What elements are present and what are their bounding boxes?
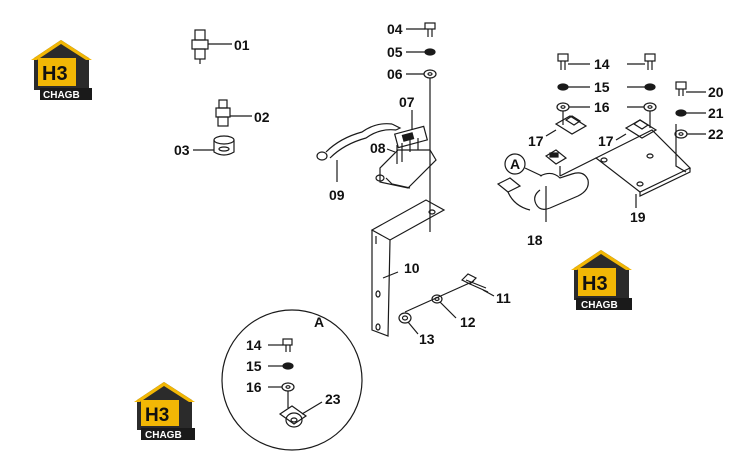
label-19: 19: [630, 209, 646, 225]
label-21: 21: [708, 105, 724, 121]
part-labels: 01 02 03 04 05 06 07 08 09 10 11 12 13 1…: [174, 21, 724, 407]
label-detail-15: 15: [246, 358, 262, 374]
part-07-relay: [379, 110, 437, 189]
label-11: 11: [496, 290, 511, 306]
part-10-bracket: [370, 199, 446, 337]
brand-logo: H3 CHAGB: [31, 40, 92, 101]
logo-mark: H3: [582, 273, 608, 295]
label-01: 01: [234, 37, 250, 53]
label-15: 15: [594, 79, 610, 95]
label-10: 10: [404, 260, 420, 276]
part-01-sensor: [191, 29, 232, 64]
label-18: 18: [527, 232, 543, 248]
detail-a-circle: [221, 309, 363, 451]
detail-fasteners: [268, 338, 295, 408]
logo-mark: H3: [42, 63, 68, 85]
detail-a-title: A: [314, 314, 324, 330]
logo-mark: H3: [145, 405, 169, 426]
part-17-clamp: [545, 115, 658, 141]
label-detail-23: 23: [325, 391, 341, 407]
part-20-bolt: [675, 81, 706, 96]
part-21-lock-washer: [675, 109, 706, 117]
part-14-bolt: [557, 53, 656, 70]
part-05-lock-washer: [406, 48, 436, 56]
brand-logo: H3 CHAGB: [134, 382, 195, 441]
label-03: 03: [174, 142, 190, 158]
label-08: 08: [370, 140, 386, 156]
brand-logo: H3 CHAGB: [571, 250, 632, 311]
part-08-stud: [375, 143, 403, 182]
label-04: 04: [387, 21, 403, 37]
label-detail-14: 14: [246, 337, 262, 353]
part-15-lock-washer: [557, 83, 656, 91]
label-02: 02: [254, 109, 270, 125]
part-04-bolt: [406, 22, 436, 37]
label-14: 14: [594, 56, 610, 72]
label-17-second: 17: [598, 133, 614, 149]
logo-text: CHAGB: [43, 90, 80, 101]
part-18-harness: [496, 149, 597, 222]
part-23-clip: [278, 401, 323, 428]
label-17: 17: [528, 133, 544, 149]
part-03-adapter: [193, 135, 235, 156]
part-19-plate: [594, 124, 692, 208]
part-22-washer: [674, 129, 706, 139]
label-09: 09: [329, 187, 345, 203]
label-05: 05: [387, 44, 403, 60]
label-12: 12: [460, 314, 476, 330]
label-20: 20: [708, 84, 724, 100]
callout-a-circle: [504, 153, 526, 175]
label-22: 22: [708, 126, 724, 142]
part-11-bolt: [460, 273, 495, 297]
label-07: 07: [399, 94, 415, 110]
part-02-sensor: [215, 99, 252, 127]
label-detail-16: 16: [246, 379, 262, 395]
part-06-washer: [406, 69, 437, 79]
label-16: 16: [594, 99, 610, 115]
label-13: 13: [419, 331, 435, 347]
callout-a-label: A: [510, 156, 520, 172]
logo-text: CHAGB: [145, 430, 182, 441]
label-06: 06: [387, 66, 403, 82]
part-09-cable: [316, 123, 402, 182]
logo-text: CHAGB: [581, 300, 618, 311]
part-13-washer: [398, 312, 419, 335]
